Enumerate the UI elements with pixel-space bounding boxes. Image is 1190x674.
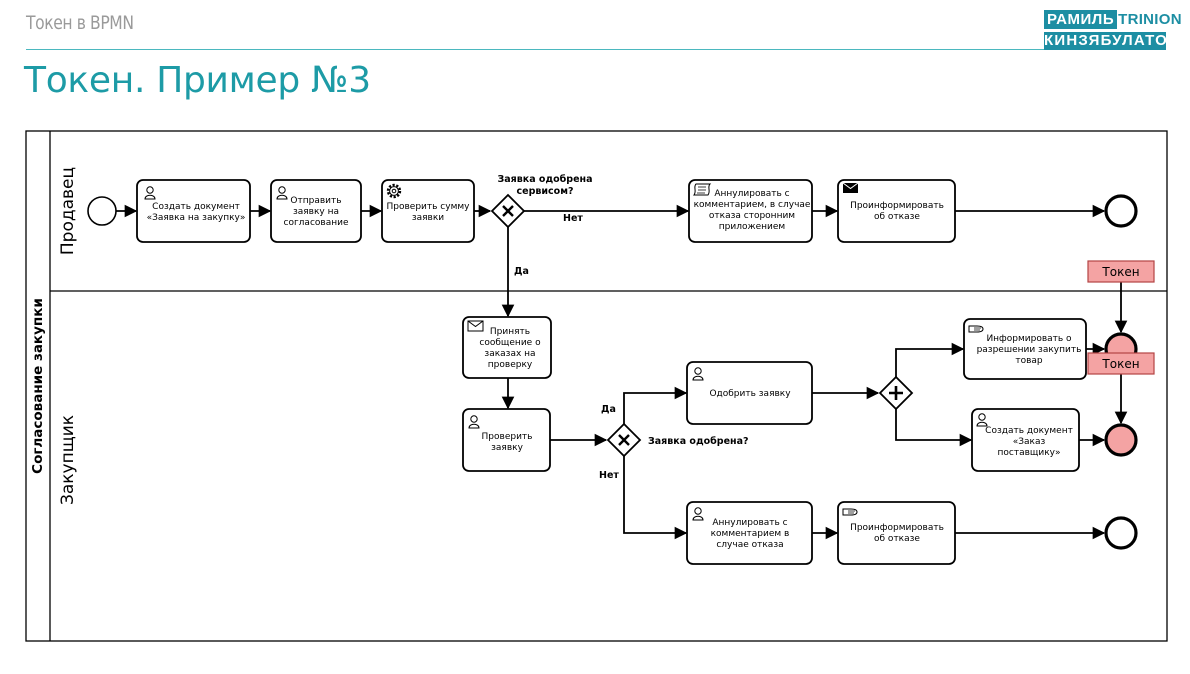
- token-marker-2: Токен: [1087, 352, 1155, 375]
- lane-label-seller: Продавец: [58, 167, 78, 255]
- task-cancel-with-comment-app: [688, 179, 813, 243]
- pool-label: Согласование закупки: [30, 298, 46, 474]
- start-event: [87, 196, 117, 226]
- flow-g2-t11: [623, 456, 688, 540]
- end-event-rejected-service: [1104, 194, 1138, 228]
- end-event-order-created: [1104, 423, 1138, 457]
- end-event-rejected: [1104, 516, 1138, 550]
- flow-g2-t8: [623, 386, 688, 424]
- token-label-2: Токен: [1101, 357, 1139, 371]
- flow-g3-t9: [895, 342, 965, 377]
- task-inform-rejection-seller: [837, 179, 956, 243]
- task-approve-request: [686, 361, 813, 425]
- task-receive-order-message: [462, 316, 552, 379]
- gateway-parallel: [878, 375, 914, 411]
- gateway-request-approved: [606, 422, 642, 458]
- brand-logo: РАМИЛЬ TRINION КИНЗЯБУЛАТОВ: [1044, 10, 1182, 50]
- flow-g3-t10: [895, 409, 973, 447]
- flow-label-g2-no: Нет: [599, 470, 619, 481]
- logo-box-text: РАМИЛЬ: [1044, 10, 1118, 29]
- gateway-request-approved-label: Заявка одобрена?: [648, 436, 749, 447]
- flow-label-g2-yes: Да: [601, 404, 616, 415]
- task-inform-rejection-buyer: [837, 501, 956, 565]
- task-inform-purchase-allowed: [963, 318, 1087, 380]
- page-title: Токен. Пример №3: [24, 60, 371, 101]
- task-send-for-approval: [270, 179, 362, 243]
- hand-icon: [842, 508, 858, 516]
- script-icon: [693, 183, 712, 196]
- gateway-service-approved: [490, 193, 526, 229]
- envelope-filled-icon: [842, 182, 859, 193]
- task-create-request-label: Создать документ«Заявка на закупку»: [147, 202, 246, 223]
- lane-label-buyer: Закупщик: [58, 415, 78, 505]
- gear-icon: [386, 183, 402, 199]
- logo-accent-text: TRINION: [1118, 11, 1182, 28]
- user-icon: [692, 507, 704, 521]
- user-icon: [144, 186, 156, 200]
- flow-label-g1-yes: Да: [514, 266, 529, 277]
- flow-label-g1-no: Нет: [563, 213, 583, 224]
- envelope-icon: [467, 320, 484, 332]
- task-create-request: [136, 179, 251, 243]
- task-create-supplier-order: [971, 408, 1080, 472]
- user-icon: [276, 186, 288, 200]
- task-check-request: [462, 408, 551, 472]
- task-approve-request-label: Одобрить заявку: [709, 389, 791, 399]
- header-divider: [26, 49, 1166, 50]
- header-subtitle: Токен в BPMN: [26, 12, 134, 34]
- logo-second-line: КИНЗЯБУЛАТОВ: [1044, 32, 1181, 50]
- task-check-amount: [381, 179, 475, 243]
- pool-frame: [25, 130, 1168, 642]
- user-icon: [692, 367, 704, 381]
- hand-icon: [968, 325, 984, 333]
- token-label-1: Токен: [1101, 265, 1139, 279]
- task-cancel-with-comment: [686, 501, 813, 565]
- user-icon: [468, 415, 480, 429]
- token-marker-1: Токен: [1087, 260, 1155, 283]
- user-icon: [976, 413, 988, 427]
